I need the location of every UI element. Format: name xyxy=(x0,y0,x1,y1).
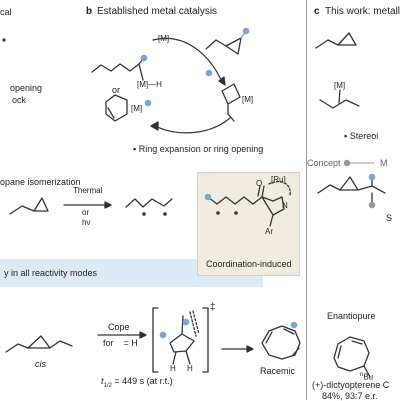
or-label-b: or xyxy=(112,85,121,95)
metal-ring-label-1: [M] xyxy=(131,104,143,113)
metal-bond-c xyxy=(319,89,360,109)
cis-divinylcyclopropane xyxy=(5,335,73,353)
cope-condition-h: = H xyxy=(123,338,138,348)
cis-label: cis xyxy=(35,359,46,369)
panel-b-letter: b xyxy=(86,6,93,17)
compound-yield: 84%, 93:7 e.r. xyxy=(322,391,378,401)
aryl-label: Ar xyxy=(265,227,273,236)
coordination-induced-box xyxy=(197,172,300,276)
panel-b-title: Established metal catalysis xyxy=(97,6,218,17)
metallacycle-six xyxy=(105,94,128,122)
half-life: t1/2 = 449 s (at r.t.) xyxy=(101,377,173,389)
cycloheptadiene-racemic xyxy=(261,325,301,360)
vinylcyclopropane-mid xyxy=(9,197,49,215)
stereo-text: Stereoi xyxy=(349,131,379,141)
metal-hydride-label: [M]—H xyxy=(137,80,162,89)
grey-dot xyxy=(368,201,376,209)
concept-label: Concept xyxy=(307,158,341,168)
cope-condition-for: for xyxy=(103,338,114,348)
reactivity-note: y in all reactivity modes xyxy=(4,268,98,278)
m-label: M xyxy=(380,158,388,168)
radical-dot xyxy=(234,211,238,215)
blue-dot xyxy=(368,173,376,181)
h-label-2: H xyxy=(187,364,193,373)
enantiopure-label: Enantiopure xyxy=(327,311,376,321)
half-life-rest: = 449 s (at r.t.) xyxy=(111,376,173,386)
thermal-arrow xyxy=(63,201,112,209)
or-label-iso: or xyxy=(82,208,90,217)
blue-dot xyxy=(242,27,250,35)
stereo-note: ▪ Stereoi xyxy=(344,131,379,141)
blue-dot xyxy=(204,193,212,201)
radical-dot xyxy=(163,212,167,216)
thermal-label: Thermal xyxy=(73,186,103,195)
cope-label: Cope xyxy=(108,322,130,332)
oxygen-label: O xyxy=(256,179,263,188)
metallacyclobutane xyxy=(221,83,241,122)
radical-dot xyxy=(216,211,220,215)
panel-a-block-fragment: ock xyxy=(12,95,27,105)
blue-dot xyxy=(140,54,148,62)
isomerization-title: opane isomerization xyxy=(0,177,81,187)
transition-state-structure xyxy=(169,310,200,365)
ring-expansion-note: ▪ Ring expansion or ring opening xyxy=(133,144,264,154)
catalytic-cycle-arrows xyxy=(150,37,231,134)
diene-metal-hydride xyxy=(91,57,145,81)
ring-expansion-text: Ring expansion or ring opening xyxy=(138,144,264,154)
bu-label: nBu xyxy=(360,372,374,382)
dictyopterene-structure xyxy=(333,336,371,378)
ru-label: [Ru] xyxy=(271,175,286,184)
metal-label-c: [M] xyxy=(334,81,346,90)
blue-dot xyxy=(144,99,152,107)
panel-c-title: This work: metallo xyxy=(325,6,400,17)
product-arrow xyxy=(221,345,254,353)
radical-dot xyxy=(142,212,146,216)
metal-label-top: [M] xyxy=(158,34,170,43)
dagger-mark: ‡ xyxy=(210,302,216,313)
s-fragment: S xyxy=(386,213,393,223)
nitrogen-label: N xyxy=(282,201,288,210)
cope-arrow xyxy=(97,331,147,339)
racemic-label: Racemic xyxy=(260,366,296,376)
blue-dot xyxy=(205,69,213,77)
bu-text: Bu xyxy=(363,372,374,382)
panel-a-opening-fragment: opening xyxy=(10,83,43,93)
compound-name: (+)-dictyopterene C xyxy=(312,380,390,390)
grey-dot xyxy=(343,159,351,167)
blue-dot xyxy=(182,318,190,326)
radical-dot xyxy=(2,38,6,42)
cope-condition: for = H xyxy=(103,339,138,348)
transition-state-brackets xyxy=(152,307,209,373)
panel-a-title-fragment: cal xyxy=(0,7,12,17)
blue-dot xyxy=(159,331,167,339)
hv-label: hν xyxy=(82,218,91,227)
h-label-1: H xyxy=(170,364,176,373)
panel-separator xyxy=(306,0,307,400)
half-life-sub: 1/2 xyxy=(103,382,112,389)
diradical-chain xyxy=(125,198,173,208)
ru-coordinated-diradical xyxy=(207,180,291,227)
vinylcyclopropane-c-top xyxy=(315,32,357,49)
half-life-t: t xyxy=(101,376,104,386)
metal-ring-label-2: [M] xyxy=(242,95,254,104)
coordination-label: Coordination-induced xyxy=(206,259,292,269)
panel-c-letter: c xyxy=(314,6,320,17)
blue-dot xyxy=(290,321,298,329)
